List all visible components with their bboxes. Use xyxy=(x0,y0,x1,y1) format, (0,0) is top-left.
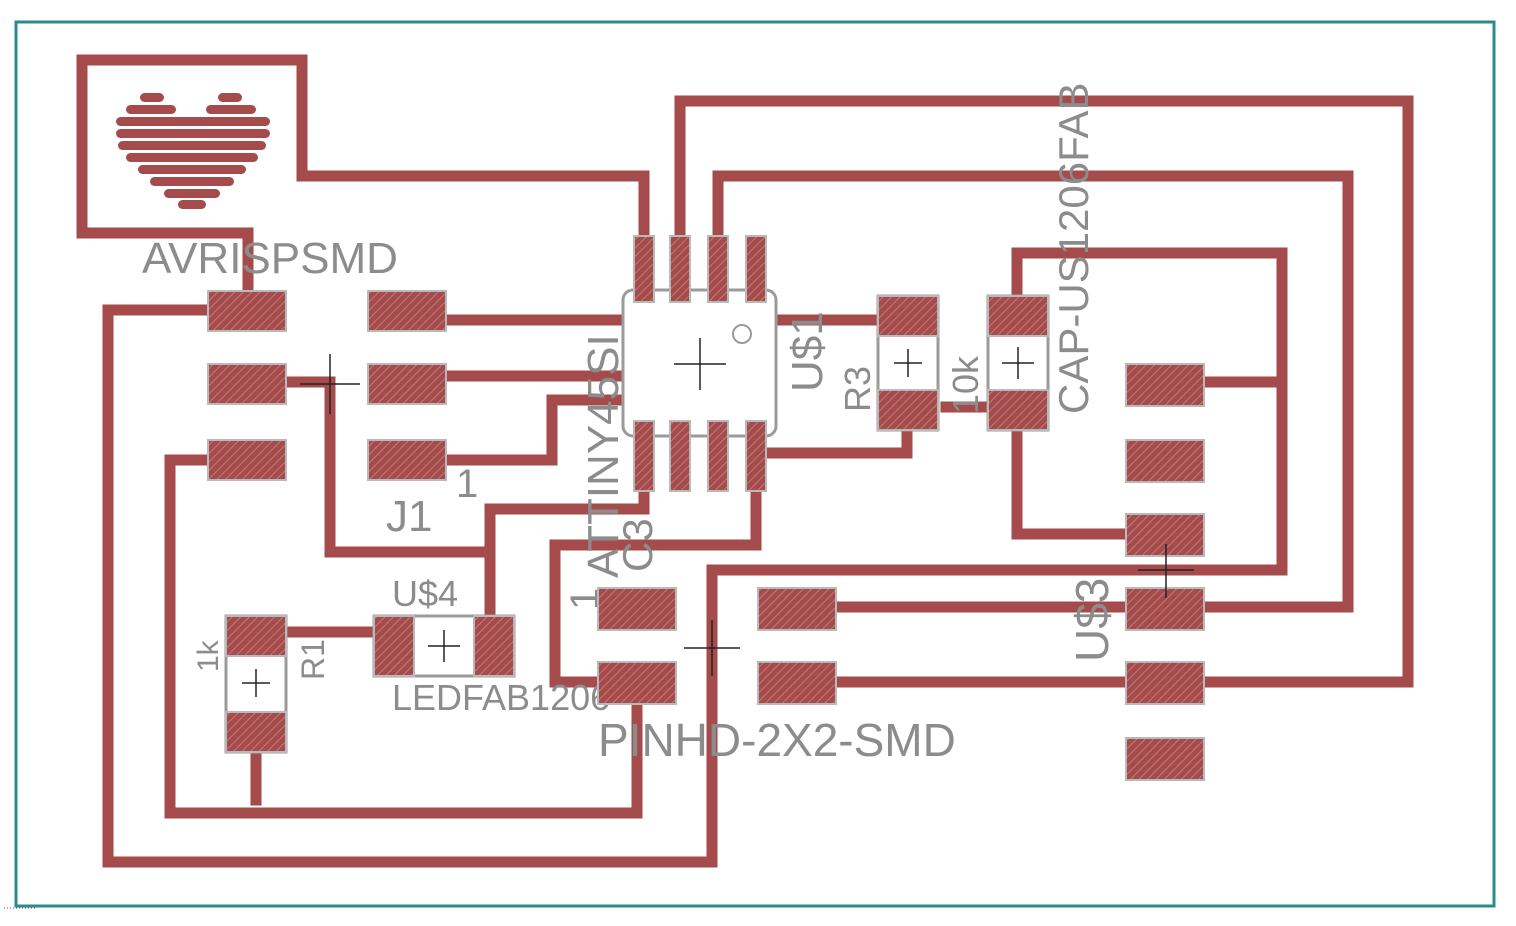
smd-pad xyxy=(367,290,447,332)
j1-label: J1 xyxy=(386,492,432,541)
r3-name-label: R3 xyxy=(837,366,878,412)
heart-logo xyxy=(116,93,270,209)
trace xyxy=(549,434,762,688)
smd-pad xyxy=(757,661,837,705)
u3-header[interactable] xyxy=(1125,363,1205,781)
smd-pad xyxy=(707,420,729,492)
smd-pad xyxy=(1125,439,1205,483)
ic-name-label: U$1 xyxy=(783,311,832,392)
j1-pin1-label: 1 xyxy=(456,462,478,506)
ic-value-label: ATTINY45SI xyxy=(579,334,628,578)
smd-pad xyxy=(1125,737,1205,781)
smd-pad xyxy=(207,439,287,481)
trace xyxy=(164,454,643,819)
resistor-r1[interactable] xyxy=(224,614,288,754)
trace xyxy=(674,95,1414,688)
smd-pad xyxy=(745,235,767,303)
smd-pad xyxy=(987,389,1049,431)
smd-pad xyxy=(207,363,287,405)
smd-pad xyxy=(1125,587,1205,631)
smd-pad xyxy=(367,439,447,481)
smd-pad xyxy=(473,615,515,677)
r3-value-label: 10k xyxy=(945,355,986,414)
smd-pad xyxy=(367,363,447,405)
r1-name-label: R1 xyxy=(295,639,331,680)
j1-isp-header[interactable] xyxy=(207,290,447,481)
trace xyxy=(712,170,1354,613)
trace xyxy=(76,54,650,306)
smd-pad xyxy=(707,235,729,303)
smd-pad xyxy=(877,295,939,337)
smd-pad xyxy=(669,420,691,492)
smd-pad xyxy=(597,661,677,705)
smd-pad xyxy=(597,587,677,631)
smd-pad xyxy=(1125,513,1205,557)
smd-pad xyxy=(225,615,287,657)
avrispsmd-label: AVRISPSMD xyxy=(142,234,398,283)
smd-pad xyxy=(1125,661,1205,705)
ic-attiny45[interactable] xyxy=(621,235,778,492)
smd-pad xyxy=(373,615,415,677)
cap-name-label: CAP-US1206FAB xyxy=(1050,83,1097,415)
led-value-label: LEDFAB1206 xyxy=(392,677,610,718)
capacitor-c3[interactable] xyxy=(986,294,1050,432)
smd-pad xyxy=(633,420,655,492)
pin1-marker xyxy=(732,324,752,344)
smd-pad xyxy=(877,389,939,431)
smd-pad xyxy=(633,235,655,303)
trace xyxy=(102,247,1288,868)
smd-pad xyxy=(225,711,287,753)
c3-label: C3 xyxy=(614,518,661,572)
smd-pad xyxy=(987,295,1049,337)
u3-label: U$3 xyxy=(1066,578,1118,662)
led-u4[interactable] xyxy=(372,614,516,678)
smd-pad xyxy=(745,420,767,492)
pinhd-label: PINHD-2X2-SMD xyxy=(598,714,956,766)
pinhd-2x2-header[interactable] xyxy=(597,587,837,705)
ic-pin1-label: 1 xyxy=(563,588,607,610)
smd-pad xyxy=(757,587,837,631)
resistor-r3[interactable] xyxy=(876,294,940,432)
smd-pad xyxy=(1125,363,1205,407)
r1-value-label: 1k xyxy=(192,639,225,672)
smd-pad xyxy=(207,290,287,332)
trace xyxy=(1011,414,1171,540)
board-outline xyxy=(14,20,1496,908)
smd-pad xyxy=(669,235,691,303)
led-name-label: U$4 xyxy=(392,573,458,614)
